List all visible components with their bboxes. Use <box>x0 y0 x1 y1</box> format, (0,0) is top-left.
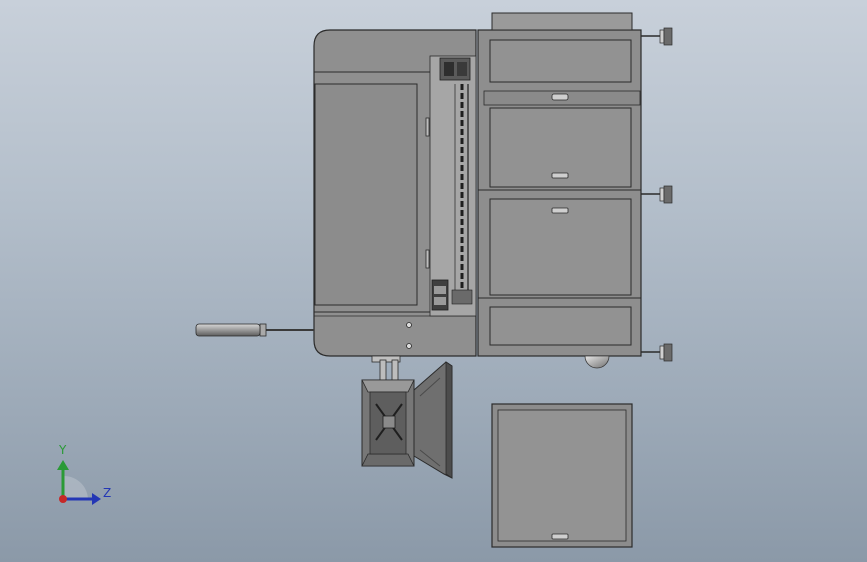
detached-tray[interactable] <box>491 403 633 548</box>
hopper <box>361 355 453 479</box>
bottom-drawer[interactable] <box>489 306 632 346</box>
lower-drawer-handle[interactable] <box>551 207 569 214</box>
leveling-feet <box>641 27 673 362</box>
drawer-unit <box>477 12 642 357</box>
x-axis-origin <box>59 495 67 503</box>
mechanism-column <box>429 55 477 317</box>
upper-drawer[interactable] <box>489 39 632 83</box>
middle-drawer-handle[interactable] <box>551 172 569 179</box>
upper-drawer-handle[interactable] <box>551 93 569 101</box>
lower-drawer[interactable] <box>489 198 632 296</box>
tray-handle[interactable] <box>551 533 569 540</box>
side-handle[interactable] <box>195 323 314 337</box>
orientation-triad <box>57 460 101 505</box>
z-axis-arrow <box>92 493 101 505</box>
caster-wheel <box>584 355 610 369</box>
y-axis-arrow <box>57 460 69 470</box>
y-axis-label: Y <box>59 443 67 457</box>
z-axis-label: Z <box>103 486 112 500</box>
